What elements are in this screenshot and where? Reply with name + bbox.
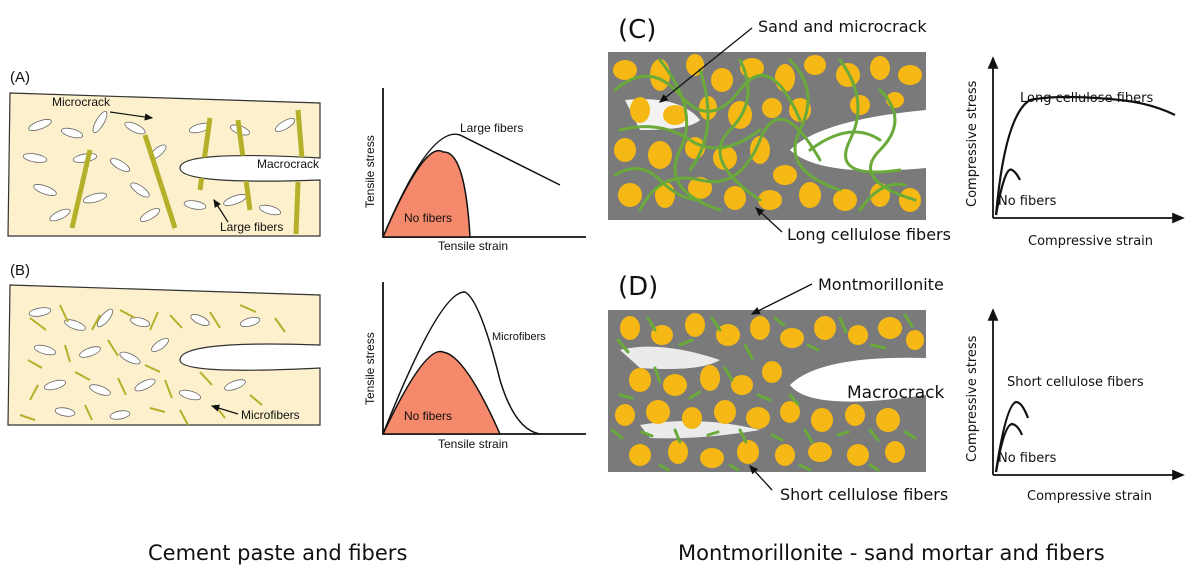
- microcrack-label: Microcrack: [52, 95, 111, 109]
- macrocrack-label-a: Macrocrack: [257, 157, 320, 171]
- graph-a: Large fibers No fibers Tensile strain Te…: [363, 88, 586, 253]
- microfibers-curve: [382, 291, 541, 435]
- short-cellulose-fibers: [610, 313, 917, 472]
- microcracks-b: [19, 304, 286, 425]
- graph-b-curve-label: Microfibers: [492, 331, 546, 343]
- graph-c-curve-label: Long cellulose fibers: [1020, 91, 1153, 106]
- graph-d: Short cellulose fibers No fibers Compres…: [965, 308, 1185, 504]
- large-fibers-curve: [382, 133, 561, 238]
- microcracks-a: [22, 109, 305, 235]
- graph-d-xlabel: Compressive strain: [1027, 489, 1152, 504]
- graph-a-fill-label: No fibers: [404, 211, 452, 225]
- graph-c: Long cellulose fibers No fibers Compress…: [965, 56, 1185, 249]
- no-fibers-curve-d: [994, 422, 1024, 473]
- graph-c-fill-label: No fibers: [998, 194, 1057, 209]
- no-fibers-curve-c: [994, 168, 1021, 216]
- sand-grains-d: [615, 313, 924, 468]
- graph-c-xlabel: Compressive strain: [1028, 234, 1153, 249]
- panel-d: (D): [608, 272, 948, 504]
- panel-a: (A): [7, 69, 321, 237]
- large-fibers-label: Large fibers: [220, 220, 283, 234]
- cement-paste-block-b: [7, 284, 321, 426]
- short-fibers-label: Short cellulose fibers: [780, 485, 948, 504]
- no-fibers-area-b: [381, 350, 502, 435]
- microfibers-label: Microfibers: [241, 408, 300, 422]
- panel-d-tag: (D): [618, 272, 658, 302]
- short-cellulose-curve: [994, 400, 1030, 473]
- graph-d-curve-label: Short cellulose fibers: [1007, 375, 1144, 390]
- long-fibers-label: Long cellulose fibers: [787, 225, 951, 244]
- graph-b-ylabel: Tensile stress: [363, 332, 377, 405]
- caption-left: Cement paste and fibers: [148, 541, 407, 565]
- crack-c: [790, 110, 926, 171]
- caption-right: Montmorillonite - sand mortar and fibers: [678, 541, 1105, 565]
- long-cellulose-curve: [994, 95, 1176, 216]
- graph-b: Microfibers No fibers Tensile strain Ten…: [363, 282, 586, 451]
- panel-c-tag: (C): [618, 15, 656, 45]
- graph-a-curve-label: Large fibers: [460, 121, 523, 135]
- microfibers: [19, 304, 286, 425]
- graph-b-fill-label: No fibers: [404, 409, 452, 423]
- graph-a-xlabel: Tensile strain: [438, 239, 508, 253]
- crack-d: [790, 357, 926, 402]
- graph-b-xlabel: Tensile strain: [438, 437, 508, 451]
- macrocrack-label-d: Macrocrack: [847, 383, 945, 403]
- panel-c: (C): [608, 15, 951, 244]
- graph-a-ylabel: Tensile stress: [363, 135, 377, 208]
- sand-microcrack-label: Sand and microcrack: [758, 17, 927, 36]
- graph-d-ylabel: Compressive stress: [965, 335, 980, 462]
- panel-a-tag: (A): [10, 69, 30, 86]
- panel-b: (B): [7, 262, 321, 426]
- graph-c-ylabel: Compressive stress: [965, 80, 980, 207]
- graph-d-fill-label: No fibers: [998, 451, 1057, 466]
- montmorillonite-label: Montmorillonite: [818, 275, 944, 294]
- panel-b-tag: (B): [10, 262, 30, 279]
